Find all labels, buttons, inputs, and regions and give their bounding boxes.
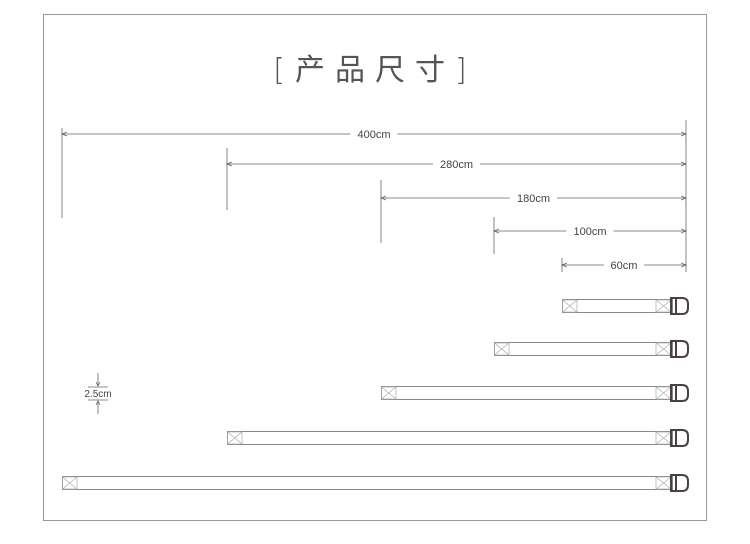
arrow-right-icon bbox=[680, 195, 688, 201]
belt-400cm bbox=[62, 474, 689, 492]
belt-60cm bbox=[562, 297, 689, 315]
arrow-left-icon bbox=[492, 228, 500, 234]
arrow-right-icon bbox=[680, 161, 688, 167]
stitch-cross-icon bbox=[655, 299, 672, 313]
belt-strap bbox=[381, 386, 673, 400]
dimension-label: 60cm bbox=[611, 260, 638, 272]
stitch-cross-icon bbox=[381, 386, 397, 400]
dimension-lines: 400cm 280cm 180cm 100cm 60cm bbox=[60, 120, 688, 272]
dimension-60cm: 60cm bbox=[560, 258, 688, 272]
belts bbox=[62, 297, 689, 492]
dimension-280cm: 280cm bbox=[225, 148, 688, 210]
stitch-cross-icon bbox=[655, 342, 672, 356]
arrow-left-icon bbox=[60, 131, 68, 137]
belt-280cm bbox=[227, 429, 689, 447]
stitch-cross-icon bbox=[227, 431, 243, 445]
stitch-cross-icon bbox=[655, 386, 672, 400]
arrow-left-icon bbox=[379, 195, 387, 201]
stitch-cross-icon bbox=[655, 476, 672, 490]
belt-strap bbox=[62, 476, 673, 490]
buckle-icon bbox=[670, 340, 689, 358]
buckle-icon bbox=[670, 474, 689, 492]
stitch-box bbox=[381, 386, 397, 400]
stitch-box bbox=[227, 431, 243, 445]
buckle-icon bbox=[670, 429, 689, 447]
stitch-box bbox=[562, 299, 578, 313]
belt-strap bbox=[494, 342, 673, 356]
stitch-box bbox=[62, 476, 78, 490]
width-label: 2.5cm bbox=[84, 389, 111, 400]
page-title: [产品尺寸] bbox=[273, 53, 476, 88]
belt-100cm bbox=[494, 340, 689, 358]
arrow-left-icon bbox=[225, 161, 233, 167]
dimension-label: 180cm bbox=[517, 193, 550, 205]
dimension-label: 100cm bbox=[573, 226, 606, 238]
arrow-right-icon bbox=[680, 262, 688, 268]
dimension-400cm: 400cm bbox=[60, 128, 688, 218]
belt-strap bbox=[227, 431, 673, 445]
stitch-cross-icon bbox=[562, 299, 578, 313]
frame-border bbox=[43, 14, 707, 521]
stitch-box bbox=[494, 342, 510, 356]
dimension-label: 400cm bbox=[357, 129, 390, 141]
width-indicator: 2.5cm bbox=[84, 373, 112, 414]
arrow-right-icon bbox=[680, 131, 688, 137]
buckle-icon bbox=[670, 384, 689, 402]
arrow-left-icon bbox=[560, 262, 568, 268]
stitch-cross-icon bbox=[62, 476, 78, 490]
dimension-100cm: 100cm bbox=[492, 217, 688, 254]
dimension-label: 280cm bbox=[440, 159, 473, 171]
stitch-cross-icon bbox=[655, 431, 672, 445]
stitch-cross-icon bbox=[494, 342, 510, 356]
belt-180cm bbox=[381, 384, 689, 402]
buckle-icon bbox=[670, 297, 689, 315]
arrow-right-icon bbox=[680, 228, 688, 234]
dimension-180cm: 180cm bbox=[379, 180, 688, 243]
